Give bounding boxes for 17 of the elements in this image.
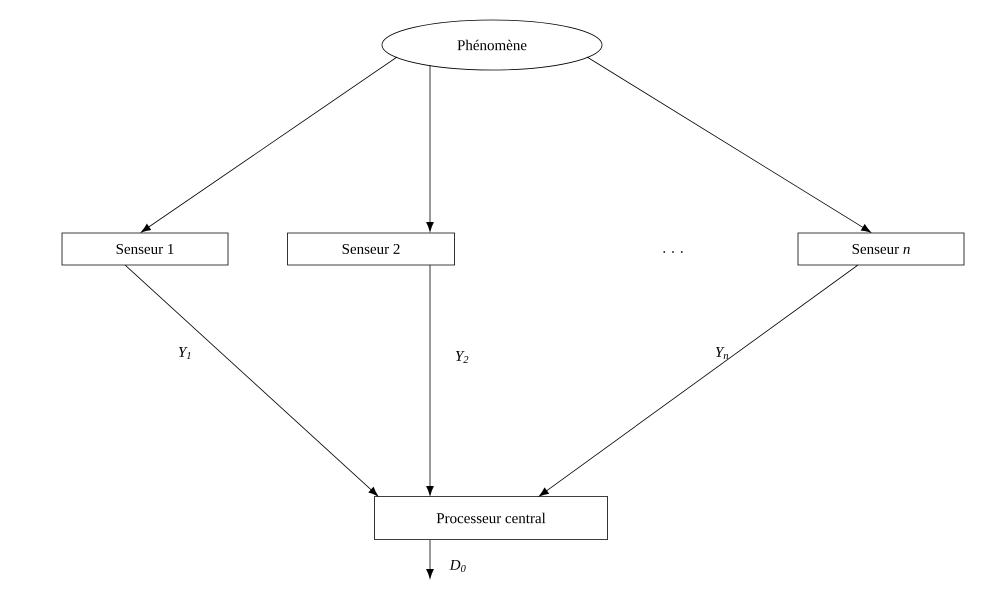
edge-label: D$_{0}$ (450, 560, 466, 572)
arrow (124, 264, 378, 496)
edge-label: Y$_{1}$ (178, 347, 190, 359)
arrow (426, 540, 434, 579)
arrow (141, 56, 398, 232)
edge-label: Y$_{n}$ (716, 347, 728, 359)
arrow (586, 56, 871, 232)
process-box: Senseur 1 (62, 232, 228, 266)
ellipsis-label: . . . (663, 251, 683, 253)
edge-label: Y$_{2}$ (456, 351, 468, 363)
ellipse-node: Phénomène (382, 20, 602, 70)
arrow (426, 264, 434, 496)
process-box: Processeur central (374, 496, 608, 540)
process-box: Senseur 2 (287, 232, 455, 266)
arrow (426, 64, 434, 232)
process-box: Senseur n (798, 232, 964, 266)
arrow (538, 264, 858, 496)
